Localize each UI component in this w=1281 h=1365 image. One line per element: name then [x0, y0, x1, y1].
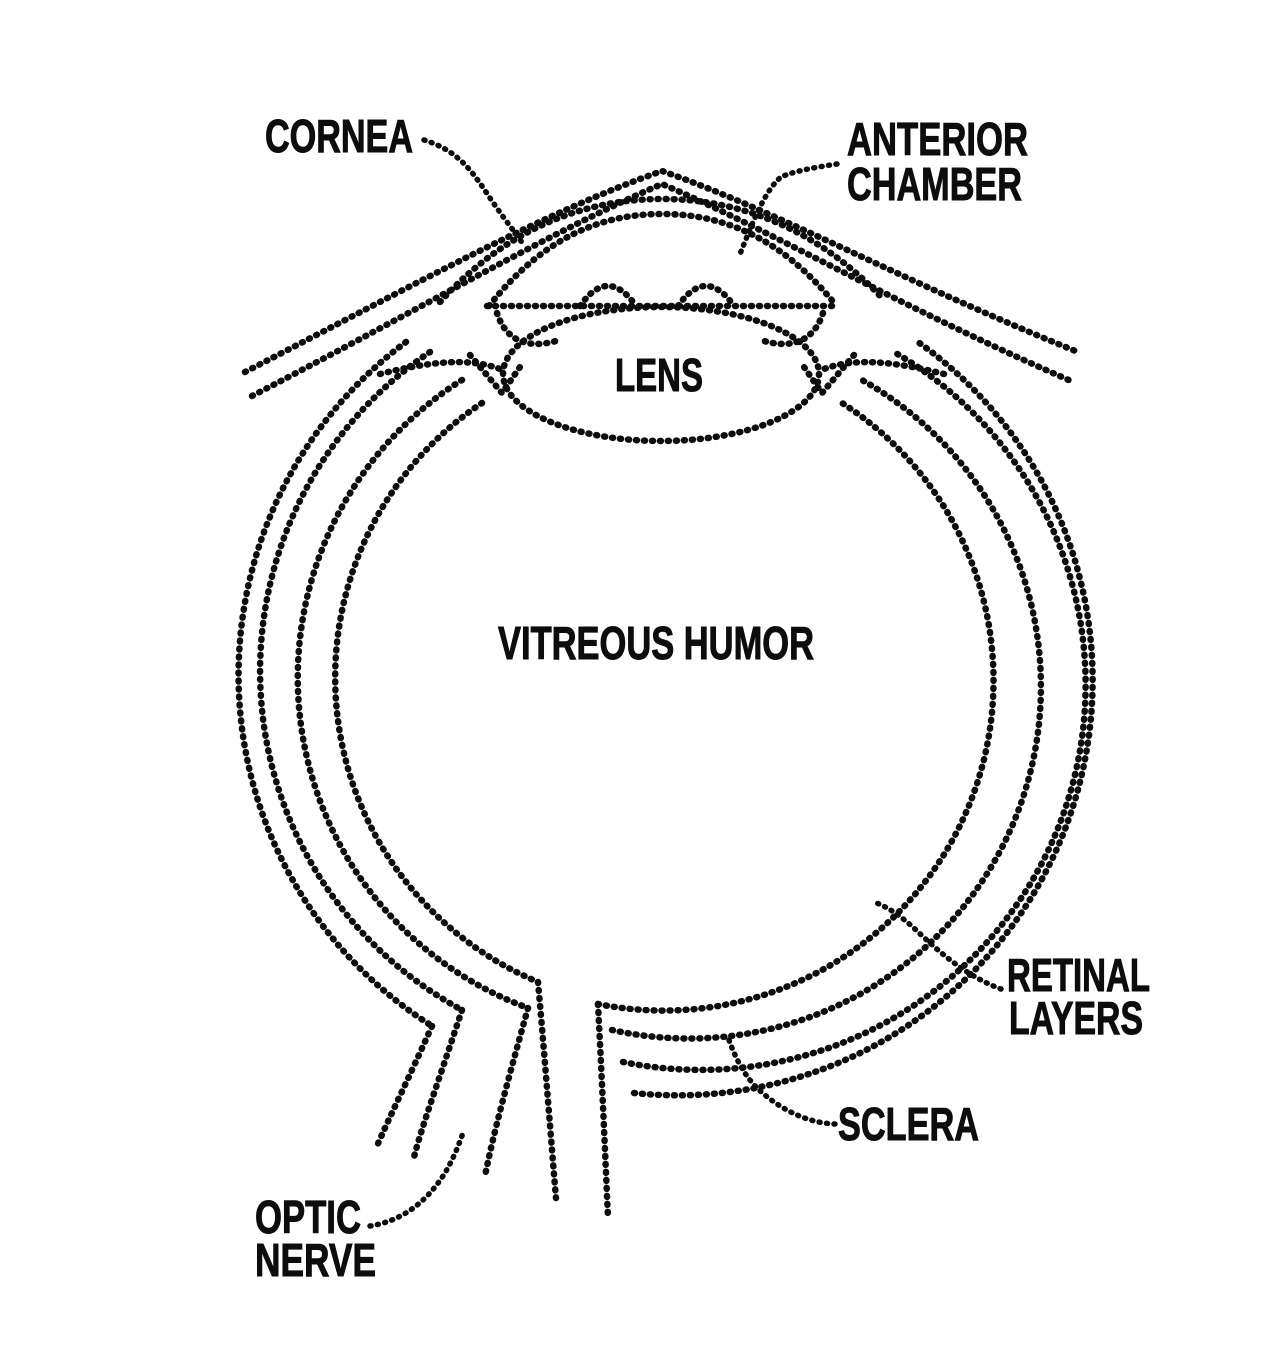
retinal-layers-leader-line: [871, 899, 1004, 992]
posterior-chamber-left: [493, 309, 560, 348]
anterior-chamber-leader-line: [737, 161, 840, 257]
lens-outline: [499, 303, 823, 445]
posterior-chamber-right: [760, 309, 827, 348]
retina-outer-line-left: [294, 376, 532, 1012]
anterior-chamber-arc: [485, 210, 839, 310]
sclera-outer-line-left: [235, 338, 436, 1030]
retinal-layers-label-line1: RETINAL: [1007, 949, 1150, 1001]
ciliary-body-right: [820, 358, 948, 378]
sclera-label: SCLERA: [838, 1098, 979, 1150]
retina-inner-line-right: [594, 399, 997, 1014]
cornea-label: CORNEA: [265, 110, 413, 162]
labels: CORNEA ANTERIOR CHAMBER LENS VITREOUS HU…: [255, 110, 1151, 1287]
nerve-sheath-outer-left: [373, 1022, 436, 1150]
cornea-posterior-arc: [436, 195, 888, 306]
nerve-trunk-center-line: [534, 978, 560, 1202]
nerve-sheath-inner-left: [410, 1006, 466, 1161]
anterior-chamber-label-line2: CHAMBER: [847, 158, 1022, 210]
lens-label: LENS: [615, 349, 703, 401]
vitreous-humor-label: VITREOUS HUMOR: [498, 617, 814, 669]
retina-inner-line-left: [331, 399, 542, 986]
cornea-inner-line: [248, 180, 1075, 400]
zonule-left: [466, 351, 524, 399]
ciliary-body-left: [376, 358, 504, 378]
retinal-layers-label-line2: LAYERS: [1009, 992, 1143, 1044]
optic-nerve-leader-line: [367, 1130, 466, 1229]
optic-nerve-group: [373, 978, 612, 1222]
optic-nerve-label-line2: NERVE: [255, 1234, 376, 1286]
iris-left-tip: [576, 282, 640, 310]
cornea-leader-line: [421, 137, 526, 247]
nerve-trunk-left-edge: [481, 1004, 532, 1180]
eye-wall-layers: [235, 338, 1096, 1099]
sclera-outer-line-right: [630, 338, 1096, 1099]
zonule-right: [800, 351, 858, 399]
anterior-chamber-label-line1: ANTERIOR: [847, 113, 1028, 165]
leader-lines: [367, 137, 1004, 1229]
choroid-line-left: [256, 348, 466, 1014]
iris-right-tip: [674, 282, 738, 310]
cornea-group: [241, 167, 1082, 400]
retina-outer-line-right: [608, 376, 1045, 1042]
sclera-leader-line: [726, 1037, 838, 1127]
lens-group: [376, 282, 948, 445]
nerve-trunk-right-edge: [594, 1000, 612, 1222]
cornea-outer-line: [241, 167, 1082, 376]
choroid-line-right: [619, 348, 1089, 1074]
optic-nerve-label-line1: OPTIC: [255, 1191, 361, 1243]
